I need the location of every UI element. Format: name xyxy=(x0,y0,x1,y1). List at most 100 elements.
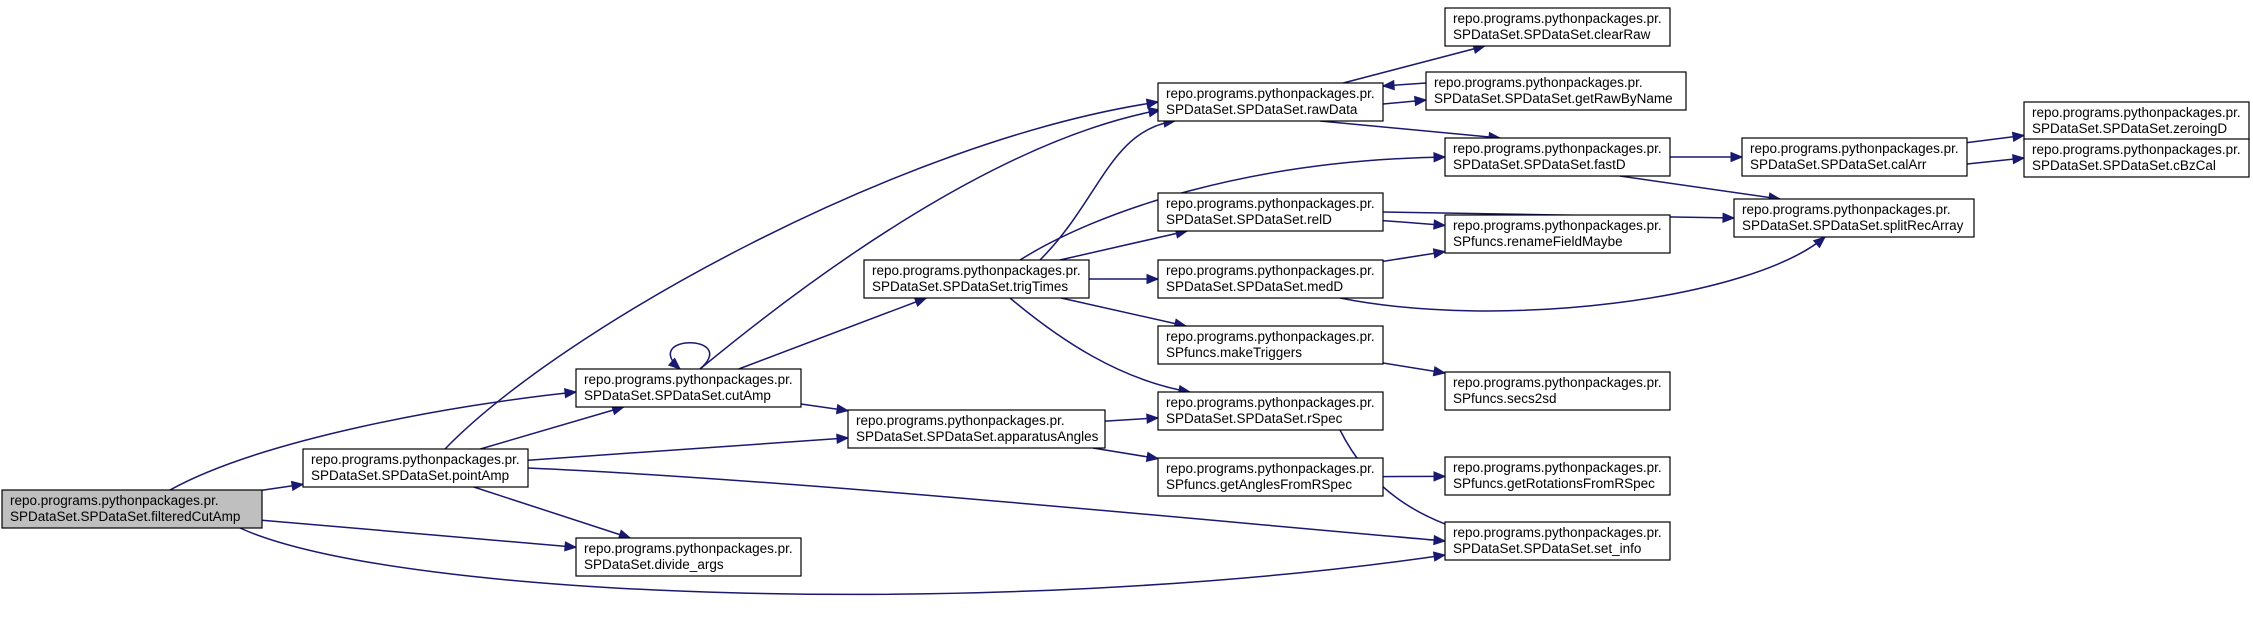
arrowhead-icon xyxy=(836,433,850,444)
node-medD[interactable]: repo.programs.pythonpackages.pr.SPDataSe… xyxy=(1157,259,1384,299)
node-getAnglesFromRSpec[interactable]: repo.programs.pythonpackages.pr.SPfuncs.… xyxy=(1157,457,1384,497)
node-label-line2: SPfuncs.renameFieldMaybe xyxy=(1453,234,1623,249)
node-box xyxy=(1157,391,1384,431)
node-label-line1: repo.programs.pythonpackages.pr. xyxy=(856,413,1065,428)
arrowhead-icon xyxy=(1432,248,1447,259)
node-box xyxy=(302,448,529,488)
node-label-line2: SPDataSet.SPDataSet.relD xyxy=(1166,212,1332,227)
edge-medD-to-renameFieldMaybe xyxy=(1382,248,1447,263)
node-box xyxy=(1425,71,1687,111)
node-pointAmp[interactable]: repo.programs.pythonpackages.pr.SPDataSe… xyxy=(302,448,529,488)
edge-filteredCutAmp-to-pointAmp xyxy=(261,480,305,492)
arrowhead-icon xyxy=(1147,106,1162,118)
node-label-line1: repo.programs.pythonpackages.pr. xyxy=(1453,460,1662,475)
edge-pointAmp-to-set_info xyxy=(527,467,1447,546)
edge-trigTimes-to-makeTriggers xyxy=(1060,297,1188,329)
edge-line xyxy=(527,437,849,461)
node-label-line1: repo.programs.pythonpackages.pr. xyxy=(872,263,1081,278)
node-relD[interactable]: repo.programs.pythonpackages.pr.SPDataSe… xyxy=(1157,192,1384,232)
arrowhead-icon xyxy=(290,480,305,492)
node-box xyxy=(847,409,1106,449)
node-makeTriggers[interactable]: repo.programs.pythonpackages.pr.SPfuncs.… xyxy=(1157,325,1384,365)
arrowhead-icon xyxy=(1433,219,1447,230)
node-zeroingD[interactable]: repo.programs.pythonpackages.pr.SPDataSe… xyxy=(2023,101,2250,141)
node-fastD[interactable]: repo.programs.pythonpackages.pr.SPDataSe… xyxy=(1444,137,1671,177)
arrowhead-icon xyxy=(1146,413,1160,424)
node-getRotationsFromRSpec[interactable]: repo.programs.pythonpackages.pr.SPfuncs.… xyxy=(1444,456,1671,496)
edge-cutAmp-to-rawData xyxy=(699,106,1162,370)
node-cBzCal[interactable]: repo.programs.pythonpackages.pr.SPDataSe… xyxy=(2023,138,2250,178)
node-divide_args[interactable]: repo.programs.pythonpackages.pr.SPDataSe… xyxy=(575,537,802,577)
node-label-line2: SPDataSet.SPDataSet.splitRecArray xyxy=(1742,218,1964,233)
node-label-line1: repo.programs.pythonpackages.pr. xyxy=(1166,263,1375,278)
edge-getRawByName-to-rawData xyxy=(1381,79,1427,91)
node-label-line2: SPDataSet.SPDataSet.cutAmp xyxy=(584,388,771,403)
node-label-line2: SPDataSet.SPDataSet.fastD xyxy=(1453,157,1626,172)
edge-line xyxy=(473,486,631,539)
arrowhead-icon xyxy=(1722,212,1736,224)
edge-trigTimes-to-fastD xyxy=(1019,151,1447,261)
arrowhead-icon xyxy=(1145,451,1160,462)
edge-line xyxy=(699,109,1161,370)
edge-line xyxy=(1019,156,1446,261)
node-rawData[interactable]: repo.programs.pythonpackages.pr.SPDataSe… xyxy=(1157,82,1384,122)
node-label-line2: SPfuncs.getAnglesFromRSpec xyxy=(1166,477,1352,492)
node-set_info[interactable]: repo.programs.pythonpackages.pr.SPDataSe… xyxy=(1444,521,1671,561)
node-box xyxy=(1444,137,1671,177)
node-rSpec[interactable]: repo.programs.pythonpackages.pr.SPDataSe… xyxy=(1157,391,1384,431)
edge-pointAmp-to-apparatusAngles xyxy=(527,433,850,461)
node-apparatusAngles[interactable]: repo.programs.pythonpackages.pr.SPDataSe… xyxy=(847,409,1106,449)
node-label-line2: SPDataSet.SPDataSet.cBzCal xyxy=(2032,158,2216,173)
node-trigTimes[interactable]: repo.programs.pythonpackages.pr.SPDataSe… xyxy=(863,259,1090,299)
node-label-line2: SPDataSet.divide_args xyxy=(584,557,724,572)
arrowhead-icon xyxy=(1145,98,1160,109)
edge-pointAmp-to-cutAmp xyxy=(480,405,625,450)
edge-pointAmp-to-divide_args xyxy=(473,486,632,540)
node-label-line2: SPDataSet.SPDataSet.zeroingD xyxy=(2032,121,2227,136)
edges-layer xyxy=(169,43,2026,596)
arrowhead-icon xyxy=(1433,534,1447,546)
edge-line xyxy=(1009,297,1191,393)
arrowhead-icon xyxy=(1146,273,1160,285)
edge-line xyxy=(1059,230,1188,261)
node-calArr[interactable]: repo.programs.pythonpackages.pr.SPDataSe… xyxy=(1741,137,1968,177)
arrowhead-icon xyxy=(667,357,681,370)
node-clearRaw[interactable]: repo.programs.pythonpackages.pr.SPDataSe… xyxy=(1444,7,1671,47)
node-secs2sd[interactable]: repo.programs.pythonpackages.pr.SPfuncs.… xyxy=(1444,371,1671,411)
node-label-line1: repo.programs.pythonpackages.pr. xyxy=(1750,141,1959,156)
edge-filteredCutAmp-to-divide_args xyxy=(261,519,578,552)
node-box xyxy=(1444,214,1671,254)
node-label-line2: SPDataSet.SPDataSet.calArr xyxy=(1750,157,1927,172)
edge-fastD-to-splitRecArray xyxy=(1619,175,1782,203)
edge-apparatusAngles-to-getAnglesFromRSpec xyxy=(1092,447,1160,462)
node-cutAmp[interactable]: repo.programs.pythonpackages.pr.SPDataSe… xyxy=(575,368,802,408)
edge-calArr-to-zeroingD xyxy=(1966,131,2026,144)
edge-line xyxy=(480,406,624,450)
node-label-line1: repo.programs.pythonpackages.pr. xyxy=(1453,525,1662,540)
arrowhead-icon xyxy=(1433,471,1447,482)
node-label-line1: repo.programs.pythonpackages.pr. xyxy=(1742,202,1951,217)
node-label-line1: repo.programs.pythonpackages.pr. xyxy=(1434,75,1643,90)
node-splitRecArray[interactable]: repo.programs.pythonpackages.pr.SPDataSe… xyxy=(1733,198,1975,238)
edge-pointAmp-to-rawData xyxy=(444,98,1160,450)
node-box xyxy=(575,537,802,577)
node-getRawByName[interactable]: repo.programs.pythonpackages.pr.SPDataSe… xyxy=(1425,71,1687,111)
edge-cutAmp-to-trigTimes xyxy=(738,297,928,370)
node-box xyxy=(1157,325,1384,365)
node-label-line2: SPDataSet.SPDataSet.medD xyxy=(1166,279,1343,294)
edge-medD-to-splitRecArray xyxy=(1339,236,1827,312)
arrowhead-icon xyxy=(2012,154,2026,165)
node-label-line1: repo.programs.pythonpackages.pr. xyxy=(10,493,219,508)
node-box xyxy=(1157,82,1384,122)
edge-cutAmp-to-apparatusAngles xyxy=(800,403,850,415)
node-filteredCutAmp[interactable]: repo.programs.pythonpackages.pr.SPDataSe… xyxy=(1,489,263,529)
edge-line xyxy=(1060,297,1187,327)
arrowhead-icon xyxy=(564,541,578,552)
node-box xyxy=(863,259,1090,299)
edge-line xyxy=(527,467,1446,542)
edge-apparatusAngles-to-rSpec xyxy=(1104,413,1160,424)
node-renameFieldMaybe[interactable]: repo.programs.pythonpackages.pr.SPfuncs.… xyxy=(1444,214,1671,254)
node-label-line2: SPDataSet.SPDataSet.rawData xyxy=(1166,102,1358,117)
node-box xyxy=(1157,259,1384,299)
